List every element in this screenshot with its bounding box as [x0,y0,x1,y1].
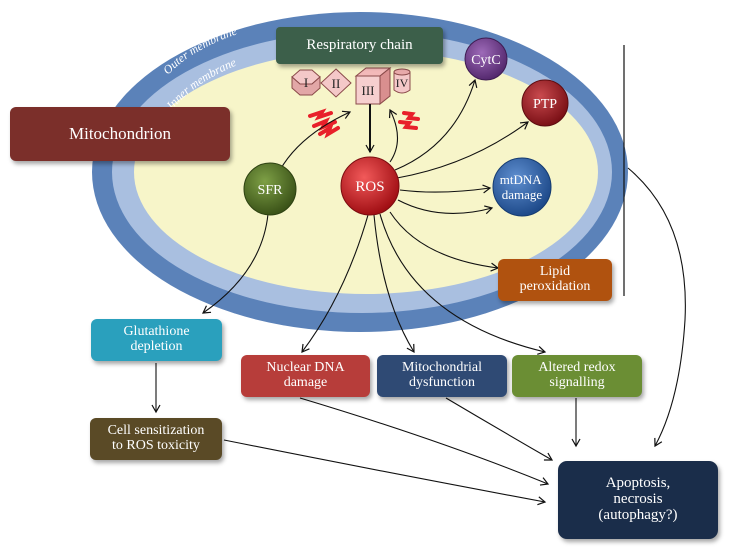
sfr-label: SFR [258,183,284,198]
ros-node: ROS [340,156,400,216]
lipid-peroxidation-box: Lipid peroxidation [498,259,612,301]
respiratory-chain-label: Respiratory chain [306,36,413,53]
altered-redox-box: Altered redox signalling [512,355,642,397]
complex-iv-label: IV [396,76,409,90]
cell-sensitization-box: Cell sensitization to ROS toxicity [90,418,222,460]
radical-flash-left-icon [308,108,340,139]
complex-iii-label: III [362,83,375,98]
arrow-ros-to-ptp [396,121,529,179]
arrow-ros-to-mtdna-lower [397,199,494,215]
ptp-label: PTP [533,97,557,112]
arrows [151,78,686,506]
mtdna-label-line-2: damage [502,187,543,202]
complex-iii: III [354,66,392,106]
complex-ii: II [320,68,352,98]
altered-redox-label: Altered redox signalling [538,360,616,390]
arrow-ros-to-complex [388,108,399,163]
lipid-peroxidation-label: Lipid peroxidation [519,264,591,294]
complex-iv: IV [393,68,411,94]
sfr-node: SFR [243,162,297,216]
complex-ii-label: II [332,76,341,91]
complex-i: I [291,69,321,96]
mtdna-label: mtDNA damage [500,172,544,202]
arrow-ros-to-redox [379,213,547,355]
arrow-sensitization-to-apoptosis [223,439,547,506]
arrow-ros-to-cytc [394,78,478,171]
glutathione-depletion-box: Glutathione depletion [91,319,222,361]
apoptosis-label: Apoptosis, necrosis (autophagy?) [598,475,678,523]
mitochondrial-dysfunction-box: Mitochondrial dysfunction [377,355,507,397]
arrow-ros-to-mito-dysfunction [373,214,415,354]
nuclear-dna-damage-box: Nuclear DNA damage [241,355,370,397]
mitochondrion-label: Mitochondrion [69,124,171,144]
cytc-label: CytC [471,53,501,68]
apoptosis-box: Apoptosis, necrosis (autophagy?) [558,461,718,539]
mtdna-node: mtDNA damage [492,157,552,217]
mtdna-label-line-1: mtDNA [500,172,543,187]
complex-i-label: I [304,75,308,90]
arrow-ros-to-lipid [389,211,500,272]
respiratory-chain-box: Respiratory chain [276,27,443,64]
glutathione-depletion-label: Glutathione depletion [123,324,190,354]
radical-flash-right-icon [398,111,420,130]
ptp-node: PTP [521,79,569,127]
nuclear-dna-damage-label: Nuclear DNA damage [266,360,345,390]
arrow-mito-dysfunction-to-apoptosis [445,397,554,461]
arrow-sfr-to-glutathione [202,213,269,314]
arrow-sfr-to-complex [279,110,352,171]
arrow-mitochondrion-to-apoptosis [627,167,686,448]
mitochondrial-dysfunction-label: Mitochondrial dysfunction [401,360,483,390]
ros-label: ROS [355,179,384,195]
arrow-nuclear-dna-to-apoptosis [299,397,550,486]
mitochondrion-box: Mitochondrion [10,107,230,161]
arrow-ros-to-mtdna [399,184,492,194]
cytc-node: CytC [464,37,508,81]
arrow-ros-to-nuclear-dna [301,214,369,353]
cell-sensitization-label: Cell sensitization to ROS toxicity [107,423,205,453]
